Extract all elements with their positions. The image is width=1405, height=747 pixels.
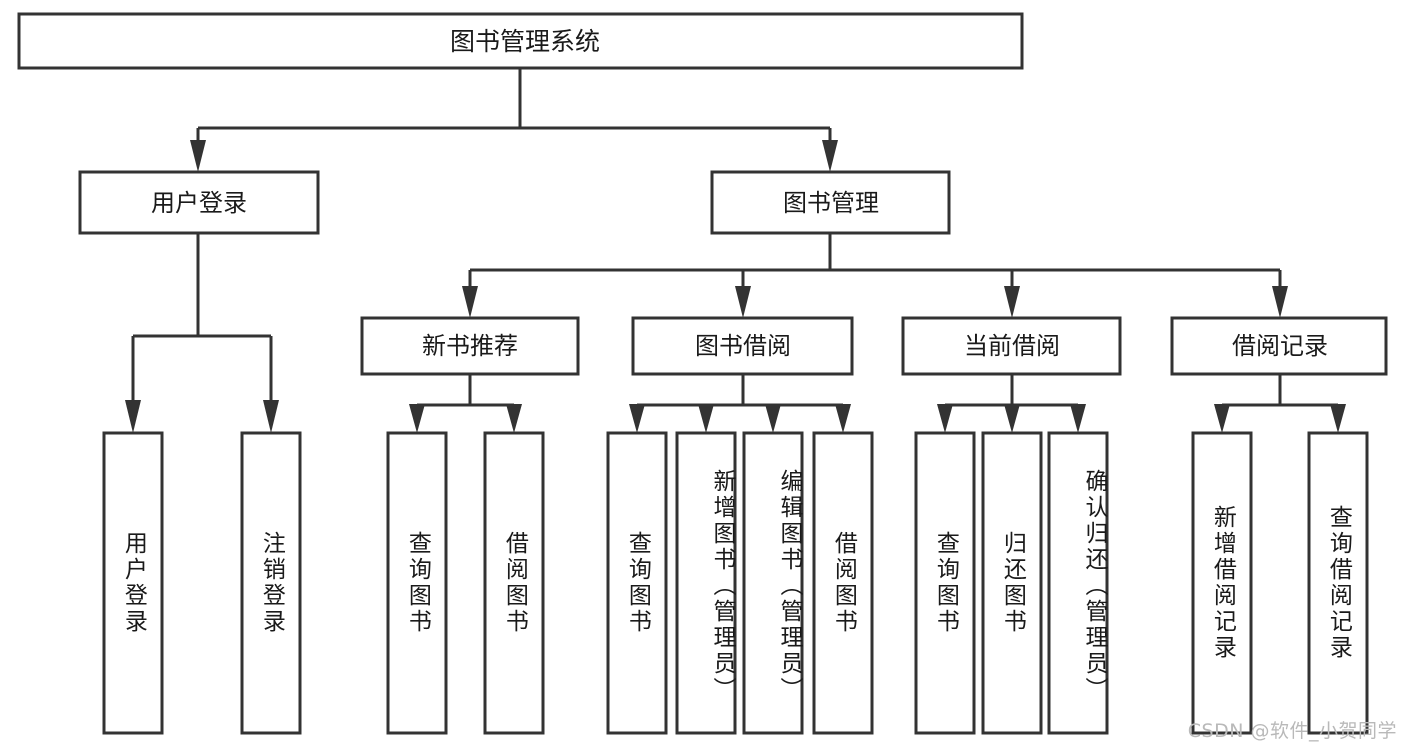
node-label-root: 图书管理系统 xyxy=(450,27,600,56)
node-label-leaf-add-book-admin: 新增图书（管理员） xyxy=(709,469,735,703)
node-leaf-box[interactable] xyxy=(102,431,164,735)
node-label-leaf-query-book-1: 查询图书 xyxy=(404,531,431,635)
connector-group-user-login xyxy=(125,233,279,433)
connector-group-borrow-record xyxy=(1214,374,1346,433)
node-leaf-box[interactable] xyxy=(386,431,448,735)
arrow-user-login-child-2 xyxy=(263,400,279,433)
node-leaf-box[interactable] xyxy=(981,431,1043,735)
node-label-borrow-record: 借阅记录 xyxy=(1232,332,1328,360)
arrow-book-mgmt-child-3 xyxy=(1004,286,1020,318)
node-label-new-book-recommend: 新书推荐 xyxy=(422,332,518,360)
node-leaf-box[interactable] xyxy=(914,431,976,735)
node-borrow-record-box[interactable] xyxy=(1170,316,1388,376)
node-label-leaf-borrow-book-1: 借阅图书 xyxy=(501,531,528,635)
node-leaf-box[interactable] xyxy=(742,431,804,735)
connector-group-new-book-recommend xyxy=(409,374,522,433)
node-label-leaf-add-borrow-record: 新增借阅记录 xyxy=(1209,505,1236,661)
node-label-leaf-user-login: 用户登录 xyxy=(120,531,147,635)
arrow-bookborrow-child-3 xyxy=(765,404,781,433)
arrow-bookborrow-child-1 xyxy=(629,404,645,433)
node-label-leaf-confirm-return-admin: 确认归还（管理员） xyxy=(1081,469,1107,703)
node-leaf-box[interactable] xyxy=(1191,431,1253,735)
arrow-currentborrow-child-3 xyxy=(1070,404,1086,433)
node-label-leaf-edit-book-admin: 编辑图书（管理员） xyxy=(776,469,802,703)
arrow-user-login-child-1 xyxy=(125,400,141,433)
node-leaf-box[interactable] xyxy=(1047,431,1109,735)
arrow-bookborrow-child-2 xyxy=(698,404,714,433)
node-leaf-box[interactable] xyxy=(606,431,668,735)
node-root-box[interactable] xyxy=(17,12,1024,70)
arrow-borrowrecord-child-2 xyxy=(1330,404,1346,433)
arrow-currentborrow-child-1 xyxy=(937,404,953,433)
node-leaf-box[interactable] xyxy=(1307,431,1369,735)
node-new-book-recommend-box[interactable] xyxy=(360,316,580,376)
node-book-borrow-box[interactable] xyxy=(631,316,854,376)
node-leaf-box[interactable] xyxy=(483,431,545,735)
node-label-leaf-logout: 注销登录 xyxy=(258,531,285,635)
node-label-leaf-borrow-book-2: 借阅图书 xyxy=(830,531,857,635)
node-label-leaf-query-book-3: 查询图书 xyxy=(932,531,959,635)
arrow-currentborrow-child-2 xyxy=(1004,404,1020,433)
node-label-leaf-query-borrow-record: 查询借阅记录 xyxy=(1325,505,1352,661)
arrow-book-mgmt-child-1 xyxy=(462,286,478,318)
arrow-borrowrecord-child-1 xyxy=(1214,404,1230,433)
connector-group-current-borrow xyxy=(937,374,1086,433)
arrow-root-to-user-login xyxy=(190,140,206,172)
node-current-borrow-box[interactable] xyxy=(901,316,1122,376)
watermark-text: CSDN @软件_小贺同学 xyxy=(1187,720,1397,742)
node-label-book-borrow: 图书借阅 xyxy=(695,332,791,360)
node-user-login-box[interactable] xyxy=(78,170,320,235)
arrow-newbook-child-1 xyxy=(409,404,425,433)
node-leaf-box[interactable] xyxy=(812,431,874,735)
arrow-newbook-child-2 xyxy=(506,404,522,433)
node-leaf-box[interactable] xyxy=(675,431,737,735)
connector-group-root xyxy=(190,68,838,172)
connector-group-book-borrow xyxy=(629,374,851,433)
arrow-bookborrow-child-4 xyxy=(835,404,851,433)
connector-group-book-management xyxy=(462,233,1288,318)
node-label-user-login: 用户登录 xyxy=(151,189,247,217)
arrow-root-to-book-mgmt xyxy=(822,140,838,172)
arrow-book-mgmt-child-2 xyxy=(735,286,751,318)
node-label-leaf-return-book: 归还图书 xyxy=(999,531,1026,635)
node-book-management-box[interactable] xyxy=(710,170,951,235)
arrow-book-mgmt-child-4 xyxy=(1272,286,1288,318)
node-label-current-borrow: 当前借阅 xyxy=(964,332,1060,360)
node-leaf-box[interactable] xyxy=(240,431,302,735)
node-label-leaf-query-book-2: 查询图书 xyxy=(624,531,651,635)
node-label-book-management: 图书管理 xyxy=(783,189,879,217)
